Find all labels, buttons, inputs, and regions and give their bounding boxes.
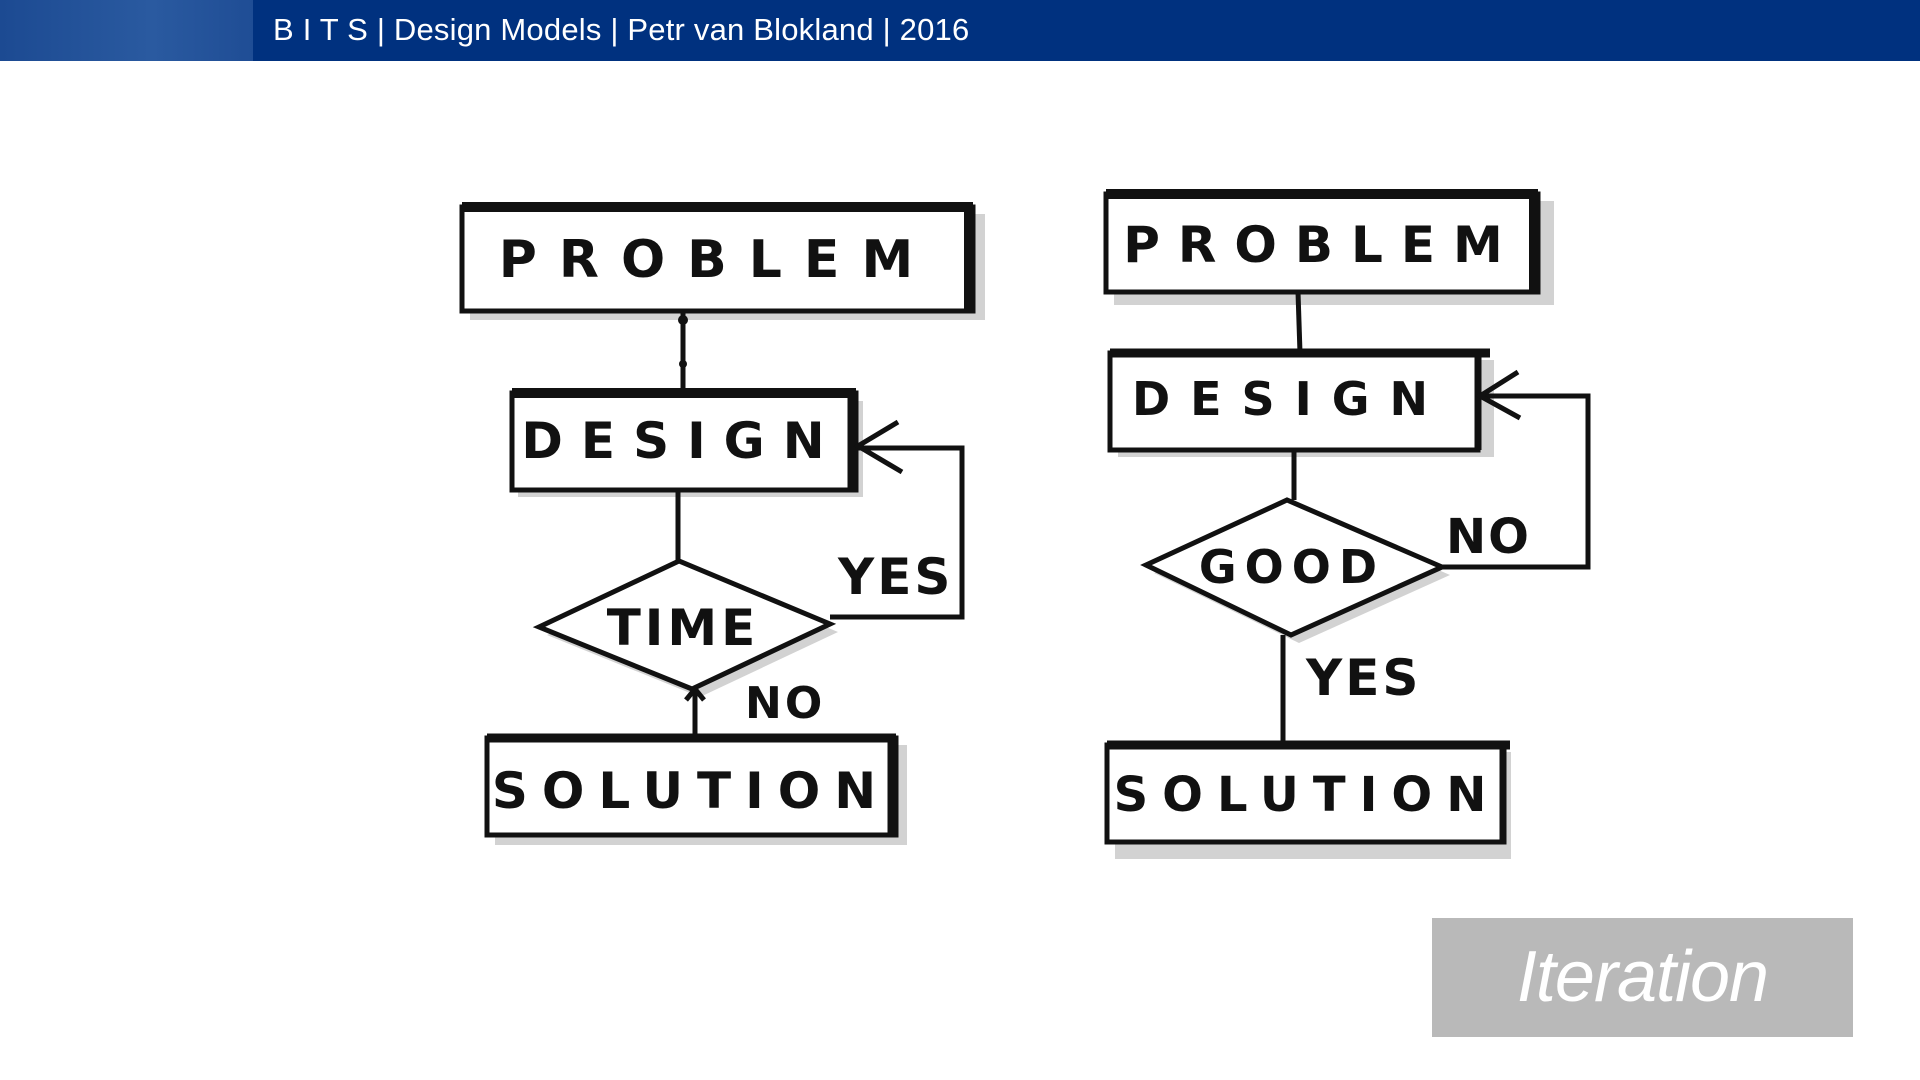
design-label: DESIGN <box>1132 372 1448 426</box>
problem-label: PROBLEM <box>1123 216 1521 274</box>
loop-arrow-head <box>853 419 904 475</box>
problem-label: PROBLEM <box>499 230 935 290</box>
iteration-label: Iteration <box>1516 937 1769 1017</box>
header-title: B I T S | Design Models | Petr van Blokl… <box>273 12 970 47</box>
loop-label: YES <box>837 548 953 606</box>
connector-problem-design <box>1295 291 1303 354</box>
solution-box: SOLUTION <box>484 733 899 838</box>
design-label: DESIGN <box>521 412 842 470</box>
solution-box: SOLUTION <box>1104 740 1510 845</box>
flowchart-good: PROBLEM DESIGN GOOD NO <box>1103 189 1591 859</box>
exit-arrow-head <box>684 685 706 702</box>
exit-label: YES <box>1305 649 1421 707</box>
loop-connector <box>1442 393 1591 570</box>
decision-label: TIME <box>607 599 760 657</box>
design-box: DESIGN <box>509 388 859 493</box>
header-gradient-block <box>0 0 253 61</box>
solution-label: SOLUTION <box>492 762 890 820</box>
decision-diamond: TIME <box>532 558 837 692</box>
design-box: DESIGN <box>1107 348 1490 453</box>
solution-label: SOLUTION <box>1114 767 1501 823</box>
loop-arrow-head <box>1475 369 1522 421</box>
decision-diamond: GOOD <box>1140 497 1449 638</box>
connector-node <box>678 315 688 325</box>
loop-connector <box>830 445 965 620</box>
connector-node <box>679 360 687 368</box>
problem-box: PROBLEM <box>459 202 976 314</box>
decision-label: GOOD <box>1199 540 1385 594</box>
iteration-label-box: Iteration <box>1432 918 1853 1037</box>
loop-label: NO <box>1446 509 1531 565</box>
exit-label: NO <box>745 678 825 729</box>
header-bar: B I T S | Design Models | Petr van Blokl… <box>0 0 1920 61</box>
problem-box: PROBLEM <box>1103 189 1541 295</box>
flowchart-time: PROBLEM DESIGN TIME YES <box>459 202 985 845</box>
